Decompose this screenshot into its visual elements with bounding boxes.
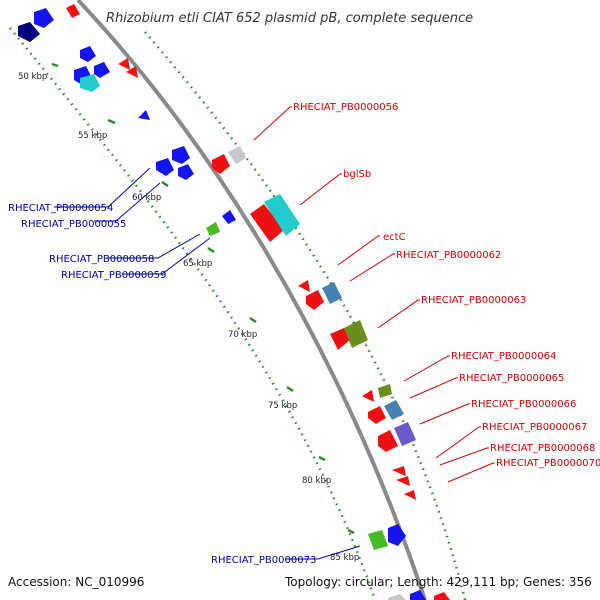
- tick-label: 85 kbp: [330, 553, 359, 563]
- tick-label: 60 kbp: [132, 193, 161, 203]
- gene-arrow: [156, 158, 174, 176]
- gene-arrow: [250, 204, 284, 242]
- gene-arrow: [378, 384, 392, 398]
- gene-arrow: [298, 280, 310, 292]
- plasmid-backbone: [76, 0, 427, 600]
- gene-arrow: [322, 282, 342, 304]
- gene-arrow: [94, 62, 110, 78]
- tick-label: 70 kbp: [228, 330, 257, 340]
- gene-arrow: [172, 146, 190, 164]
- tick-label: 80 kbp: [302, 476, 331, 486]
- gene-arrow: [264, 194, 300, 236]
- gene-arrow: [434, 592, 450, 600]
- gene-arrow: [396, 476, 410, 486]
- gene-label: RHECIAT_PB0000058: [49, 254, 154, 265]
- gene-arrow: [228, 146, 246, 164]
- reverse-gene-labels: RHECIAT_PB0000054 RHECIAT_PB0000055 RHEC…: [8, 203, 316, 566]
- forward-gene-labels: RHECIAT_PB0000056 bglSb ectC RHECIAT_PB0…: [293, 102, 600, 469]
- gene-label: RHECIAT_PB0000073: [211, 555, 316, 566]
- gene-label: RHECIAT_PB0000068: [490, 443, 595, 454]
- gene-arrow: [66, 4, 80, 18]
- gene-label: bglSb: [343, 169, 371, 180]
- gene-arrow: [18, 22, 40, 42]
- summary-text: Topology: circular; Length: 429,111 bp; …: [284, 575, 592, 589]
- gene-arrow: [126, 66, 138, 78]
- gene-arrow: [384, 400, 404, 420]
- gene-arrow: [394, 422, 416, 446]
- gene-arrow: [34, 8, 54, 28]
- gene-arrow: [80, 46, 96, 62]
- gene-label: RHECIAT_PB0000065: [459, 373, 564, 384]
- gene-arrow: [344, 320, 368, 348]
- reverse-leader-lines: [54, 167, 361, 560]
- gene-arrow: [222, 210, 236, 224]
- gene-arrow: [392, 466, 406, 476]
- gene-label: RHECIAT_PB0000064: [451, 351, 556, 362]
- gene-arrow: [404, 490, 416, 500]
- gene-label: ectC: [383, 232, 406, 243]
- gene-arrow: [368, 530, 388, 550]
- inner-dotted-track: [9, 27, 377, 600]
- gene-arrow: [410, 590, 426, 600]
- forward-leader-lines: [253, 106, 495, 483]
- gene-arrow: [306, 290, 324, 310]
- gene-label: RHECIAT_PB0000055: [21, 219, 126, 230]
- gene-arrow: [362, 390, 374, 402]
- gene-arrow: [138, 110, 150, 120]
- map-title: Rhizobium etli CIAT 652 plasmid pB, comp…: [106, 11, 473, 26]
- gene-arrow: [388, 594, 406, 600]
- tick-label: 75 kbp: [268, 401, 297, 411]
- gene-arrow: [118, 58, 130, 70]
- tick-label: 50 kbp: [18, 72, 47, 82]
- gene-arrow: [368, 406, 386, 424]
- gene-label: RHECIAT_PB0000063: [421, 295, 526, 306]
- gene-label: RHECIAT_PB0000054: [8, 203, 113, 214]
- gene-label: RHECIAT_PB0000062: [396, 250, 501, 261]
- gene-arrow: [80, 74, 100, 92]
- reverse-strand-features: [18, 4, 426, 600]
- accession-text: Accession: NC_010996: [8, 575, 144, 589]
- gene-arrow: [378, 430, 398, 452]
- tick-marks: [51, 62, 355, 535]
- gene-label: RHECIAT_PB0000070: [496, 458, 600, 469]
- gene-arrow: [178, 164, 194, 180]
- gene-arrow: [330, 328, 350, 350]
- gene-label: RHECIAT_PB0000066: [471, 399, 576, 410]
- gene-arrow: [206, 222, 220, 236]
- tick-label: 65 kbp: [183, 259, 212, 269]
- outer-dotted-track: [144, 31, 467, 600]
- tick-label: 55 kbp: [78, 131, 107, 141]
- gene-label: RHECIAT_PB0000067: [482, 422, 587, 433]
- gene-label: RHECIAT_PB0000056: [293, 102, 398, 113]
- forward-strand-features: [118, 58, 450, 600]
- tick-labels: 50 kbp 55 kbp 60 kbp 65 kbp 70 kbp 75 kb…: [18, 72, 359, 563]
- gene-arrow: [388, 524, 406, 546]
- gene-label: RHECIAT_PB0000059: [61, 270, 166, 281]
- gene-arrow: [212, 154, 230, 174]
